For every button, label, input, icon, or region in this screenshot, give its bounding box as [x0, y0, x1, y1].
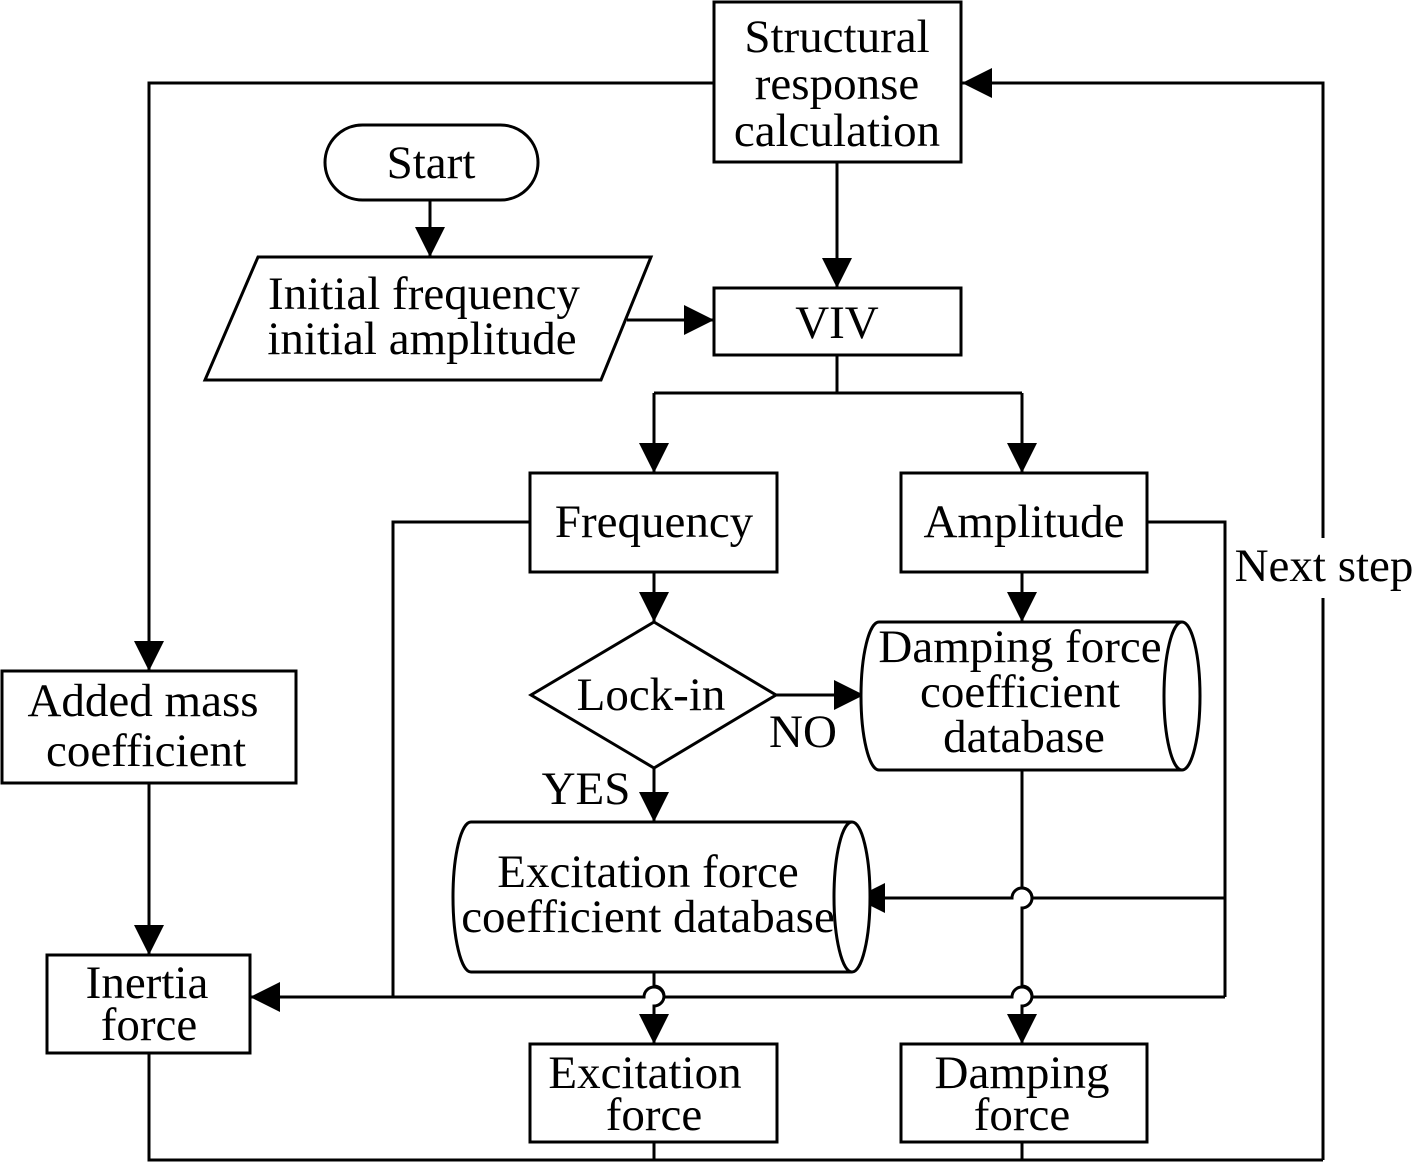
damping-force-line-1: Damping	[935, 1047, 1110, 1099]
inertia-force-line-1: Inertia	[86, 957, 209, 1009]
edge-excitationdb-to-force	[639, 972, 669, 1044]
damping-db-line-1: Damping force	[878, 621, 1161, 673]
node-excitation-force: Excitation force	[528, 1042, 779, 1144]
node-damping-db: Damping force coefficient database	[859, 620, 1202, 772]
amplitude-label: Amplitude	[923, 496, 1124, 548]
initial-input-line-2: initial amplitude	[267, 313, 576, 365]
node-inertia-force: Inertia force	[45, 953, 252, 1055]
excitation-db-line-2: coefficient database	[461, 891, 835, 943]
edge-dampingdb-to-force	[1007, 770, 1037, 1044]
edge-structural-to-addedmass	[134, 81, 714, 671]
connectors	[134, 68, 1325, 1162]
structural-response-line-3: calculation	[734, 105, 940, 157]
node-lock-in: Lock-in	[528, 620, 779, 770]
edge-next-step-upper	[962, 68, 1325, 538]
edge-label-no: NO	[769, 706, 837, 758]
edge-viv-split	[654, 355, 1022, 395]
edge-frequency-left-branch	[391, 520, 530, 997]
node-viv: VIV	[712, 286, 963, 357]
node-initial-input: Initial frequency initial amplitude	[202, 255, 654, 382]
added-mass-line-1: Added mass	[27, 675, 258, 727]
inertia-force-line-2: force	[101, 999, 198, 1051]
frequency-label: Frequency	[555, 496, 754, 548]
node-damping-force: Damping force	[899, 1042, 1149, 1144]
excitation-force-line-2: force	[606, 1089, 703, 1141]
node-frequency: Frequency	[528, 471, 779, 574]
edge-label-next-step: Next step	[1235, 540, 1414, 592]
damping-force-line-2: force	[974, 1089, 1071, 1141]
damping-db-line-3: database	[943, 711, 1105, 763]
edge-bus-to-inertia	[250, 982, 1225, 1012]
edge-amplitude-to-excitationdb	[855, 883, 1225, 913]
node-amplitude: Amplitude	[899, 471, 1149, 574]
start-label: Start	[387, 137, 476, 189]
structural-response-line-1: Structural	[744, 11, 929, 63]
lock-in-label: Lock-in	[577, 669, 726, 721]
node-added-mass: Added mass coefficient	[0, 669, 298, 785]
node-start: Start	[323, 123, 540, 202]
node-structural-response: Structural response calculation	[712, 0, 963, 164]
damping-db-line-2: coefficient	[920, 666, 1120, 718]
excitation-db-line-1: Excitation force	[497, 846, 798, 898]
edge-amplitude-right-branch	[1147, 520, 1227, 997]
viv-label: VIV	[795, 297, 879, 349]
structural-response-line-2: response	[755, 58, 919, 110]
edge-feedback-bottom	[147, 1053, 1323, 1162]
edge-label-yes: YES	[542, 763, 631, 815]
added-mass-line-2: coefficient	[46, 725, 246, 777]
node-excitation-db: Excitation force coefficient database	[451, 820, 872, 974]
excitation-force-line-1: Excitation	[548, 1047, 741, 1099]
initial-input-line-1: Initial frequency	[268, 268, 580, 320]
